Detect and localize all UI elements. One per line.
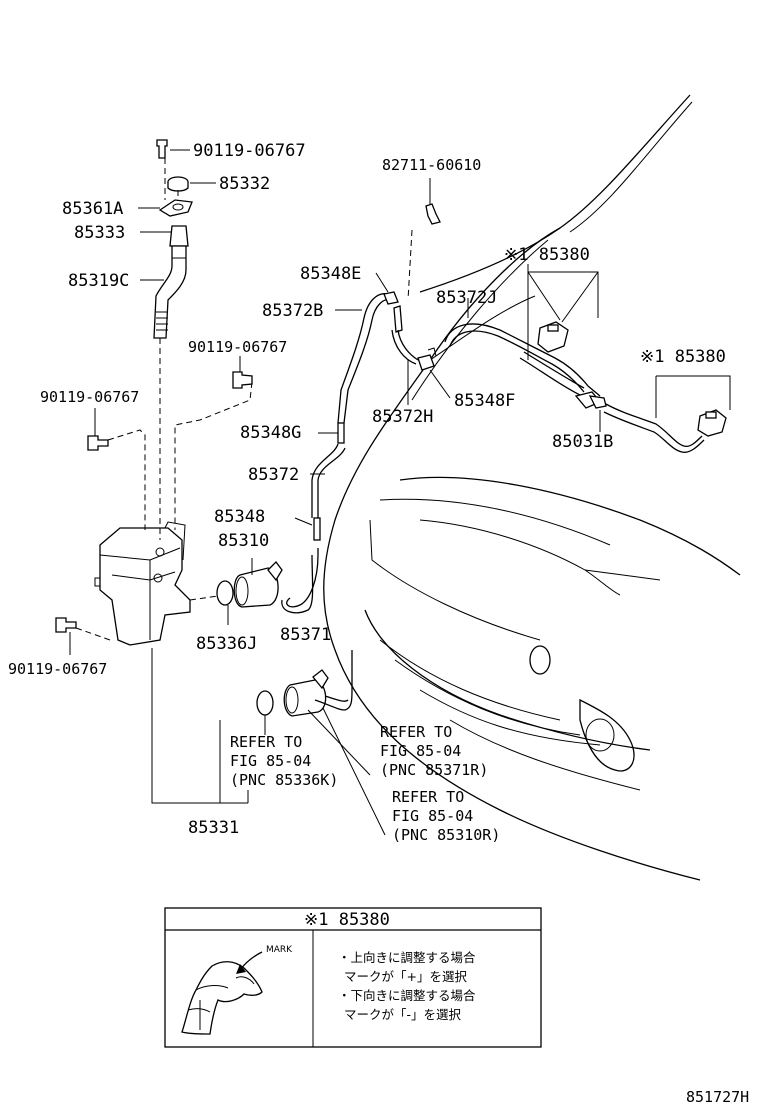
label-85348F: 85348F [454, 391, 515, 411]
clip-82711 [407, 178, 441, 301]
label-85332: 85332 [219, 174, 270, 194]
label-85372J: 85372J [436, 288, 497, 308]
label-85310: 85310 [218, 531, 269, 551]
washer-reservoir-tank [94, 521, 191, 646]
nozzle-85380-left [527, 264, 599, 360]
label-85348: 85348 [214, 507, 265, 527]
secondary-pump [256, 650, 386, 836]
filler-neck-assembly [138, 139, 216, 540]
note-line-3: ・下向きに調整する場合 [338, 988, 476, 1003]
washer-pump [216, 558, 283, 625]
label-85348G: 85348G [240, 423, 301, 443]
label-85380-b: ※1 85380 [640, 347, 726, 367]
nozzle-mark-illustration: MARK [181, 945, 293, 1035]
label-82711: 82711-60610 [382, 156, 481, 174]
ref1-line1: REFER TO [230, 733, 302, 751]
label-90119-bottom: 90119-06767 [8, 660, 107, 678]
label-85372B: 85372B [262, 301, 323, 321]
label-85336J: 85336J [196, 634, 257, 654]
ref2-line2: FIG 85-04 [380, 742, 461, 760]
label-90119-mid: 90119-06767 [188, 338, 287, 356]
ref3-line3: (PNC 85310R) [392, 826, 500, 844]
note-box: ※1 85380 MARK ・上向きに調整する場合 マークが「+」を選択 ・下向… [164, 907, 542, 1048]
ref1-line2: FIG 85-04 [230, 752, 311, 770]
nozzle-85380-right [655, 375, 731, 437]
ref2-line3: (PNC 85371R) [380, 761, 488, 779]
hose-routing [281, 272, 705, 614]
vehicle-body-outline [323, 94, 741, 881]
bolt-mid [174, 356, 253, 530]
note-box-title: ※1 85380 [304, 910, 390, 930]
figure-id: 851727H [686, 1088, 749, 1106]
ref1-line3: (PNC 85336K) [230, 771, 338, 789]
bolt-bottom [55, 594, 226, 655]
label-85031B: 85031B [552, 432, 613, 452]
label-85380-a: ※1 85380 [504, 245, 590, 265]
label-85361A: 85361A [62, 199, 123, 219]
label-85333: 85333 [74, 223, 125, 243]
ref3-line2: FIG 85-04 [392, 807, 473, 825]
note-line-2: マークが「+」を選択 [344, 969, 467, 984]
label-90119-top: 90119-06767 [193, 141, 306, 161]
ref2-line1: REFER TO [380, 723, 452, 741]
ref3-line1: REFER TO [392, 788, 464, 806]
label-85331: 85331 [188, 818, 239, 838]
label-90119-left: 90119-06767 [40, 388, 139, 406]
note-line-1: ・上向きに調整する場合 [338, 950, 476, 965]
label-85371: 85371 [280, 625, 331, 645]
label-85348E: 85348E [300, 264, 361, 284]
part-labels: 90119-06767 85332 85361A 85333 85319C 90… [8, 141, 749, 1106]
label-85319C: 85319C [68, 271, 129, 291]
label-85372H: 85372H [372, 407, 433, 427]
bolt-left [87, 408, 146, 530]
note-line-4: マークが「-」を選択 [344, 1007, 462, 1022]
bracket-85331 [151, 648, 249, 804]
mark-label: MARK [266, 945, 293, 955]
label-85372: 85372 [248, 465, 299, 485]
